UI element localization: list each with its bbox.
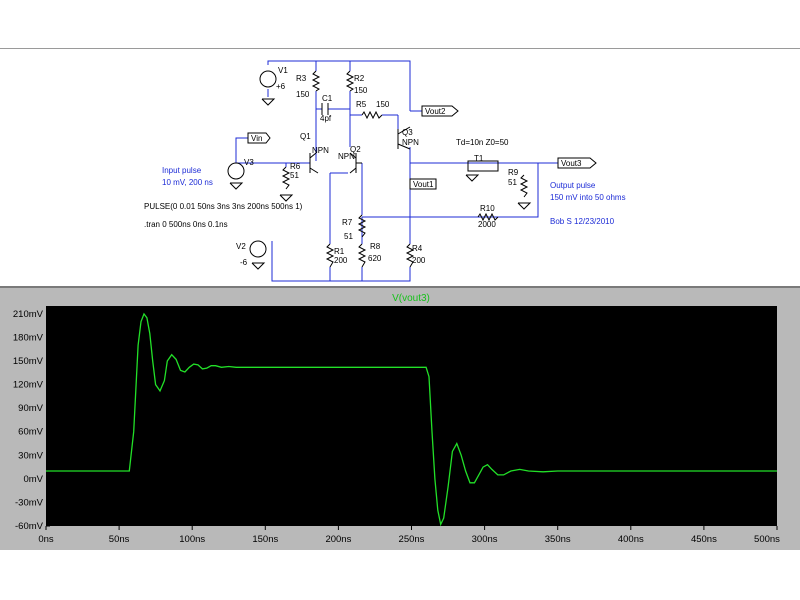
vout3-label: Vout3 [561,159,582,168]
y-tick-label: 150mV [13,356,44,367]
trace-title[interactable]: V(vout3) [392,293,430,304]
r8-label: R8 [370,242,381,251]
r2-value: 150 [354,86,368,95]
x-tick-label: 200ns [325,534,351,545]
plot-area[interactable] [46,306,777,526]
q2-label: Q2 [350,145,361,154]
vout1-label: Vout1 [413,180,434,189]
y-axis: -60mV -30mV 0mV 30mV 60mV 90mV 120mV 150mV 180mV… [13,309,50,532]
y-tick-label: 210mV [13,309,44,320]
r1-label: R1 [334,247,345,256]
r9-label: R9 [508,168,519,177]
input-comment-line1: Input pulse [162,166,202,175]
q3-type: NPN [402,138,419,147]
output-comment-line1: Output pulse [550,181,596,190]
pulse-directive[interactable]: PULSE(0 0.01 50ns 3ns 3ns 200ns 500ns 1) [144,202,303,211]
r10-value: 2000 [478,220,496,229]
x-tick-label: 300ns [472,534,498,545]
schematic-panel[interactable]: V1 +6 R3 150 R2 150 C1 4pf R5 150 Q1 NPN… [0,48,800,287]
q1-label: Q1 [300,132,311,141]
r4-label: R4 [412,244,423,253]
r1-value: 200 [334,256,348,265]
v3-label: V3 [244,158,254,167]
v2-value: -6 [240,258,248,267]
v1-label: V1 [278,66,288,75]
r8-value: 620 [368,254,382,263]
y-tick-label: 90mV [18,403,43,414]
v1-value: +6 [276,82,286,91]
x-tick-label: 350ns [545,534,571,545]
input-comment-line2: 10 mV, 200 ns [162,178,213,187]
waveform-panel[interactable]: V(vout3) -60mV -30mV 0mV 30mV 60mV 90mV 120mV 1… [0,286,800,552]
r6-value: 51 [290,171,299,180]
r7-label: R7 [342,218,353,227]
y-tick-label: 30mV [18,450,43,461]
y-tick-label: 120mV [13,380,44,391]
q1-type: NPN [312,146,329,155]
q3-label: Q3 [402,128,413,137]
x-tick-label: 500ns [754,534,780,545]
r10-label: R10 [480,204,495,213]
x-axis: 0ns 50ns 100ns 150ns 200ns 250ns 300ns 350ns 400… [38,526,780,545]
net-flags [247,105,597,190]
c1-label: C1 [322,94,333,103]
x-tick-label: 450ns [691,534,717,545]
v2-label: V2 [236,242,246,251]
x-tick-label: 0ns [38,534,54,545]
c1-value: 4pf [320,114,332,123]
r4-value: 200 [412,256,426,265]
waveform-canvas[interactable]: V(vout3) -60mV -30mV 0mV 30mV 60mV 90mV 120mV 1… [0,288,800,552]
schematic-canvas[interactable]: V1 +6 R3 150 R2 150 C1 4pf R5 150 Q1 NPN… [0,49,800,287]
x-tick-label: 50ns [109,534,130,545]
t1-params: Td=10n Z0=50 [456,138,509,147]
r5-label: R5 [356,100,367,109]
y-tick-label: -30mV [15,497,44,508]
r7-value: 51 [344,232,353,241]
r9-value: 51 [508,178,517,187]
y-tick-label: 0mV [23,474,43,485]
output-comment-line2: 150 mV into 50 ohms [550,193,626,202]
q2-type: NPN [338,152,355,161]
r5-value: 150 [376,100,390,109]
t1-label: T1 [474,154,484,163]
vout2-label: Vout2 [425,107,446,116]
r6-label: R6 [290,162,301,171]
schematic-wires [235,60,558,282]
tran-directive[interactable]: .tran 0 500ns 0ns 0.1ns [144,220,228,229]
x-tick-label: 400ns [618,534,644,545]
trace-line-vout3 [46,312,777,527]
bottom-strip [0,550,800,600]
resistor-symbols [227,70,532,270]
r2-label: R2 [354,74,365,83]
author-comment: Bob S 12/23/2010 [550,217,615,226]
y-tick-label: 60mV [18,427,43,438]
x-tick-label: 100ns [179,534,205,545]
y-tick-label: 180mV [13,332,44,343]
r3-value: 150 [296,90,310,99]
y-tick-label: -60mV [15,521,44,532]
x-tick-label: 150ns [252,534,278,545]
x-tick-label: 250ns [399,534,425,545]
r3-label: R3 [296,74,307,83]
vin-label: Vin [251,134,262,143]
